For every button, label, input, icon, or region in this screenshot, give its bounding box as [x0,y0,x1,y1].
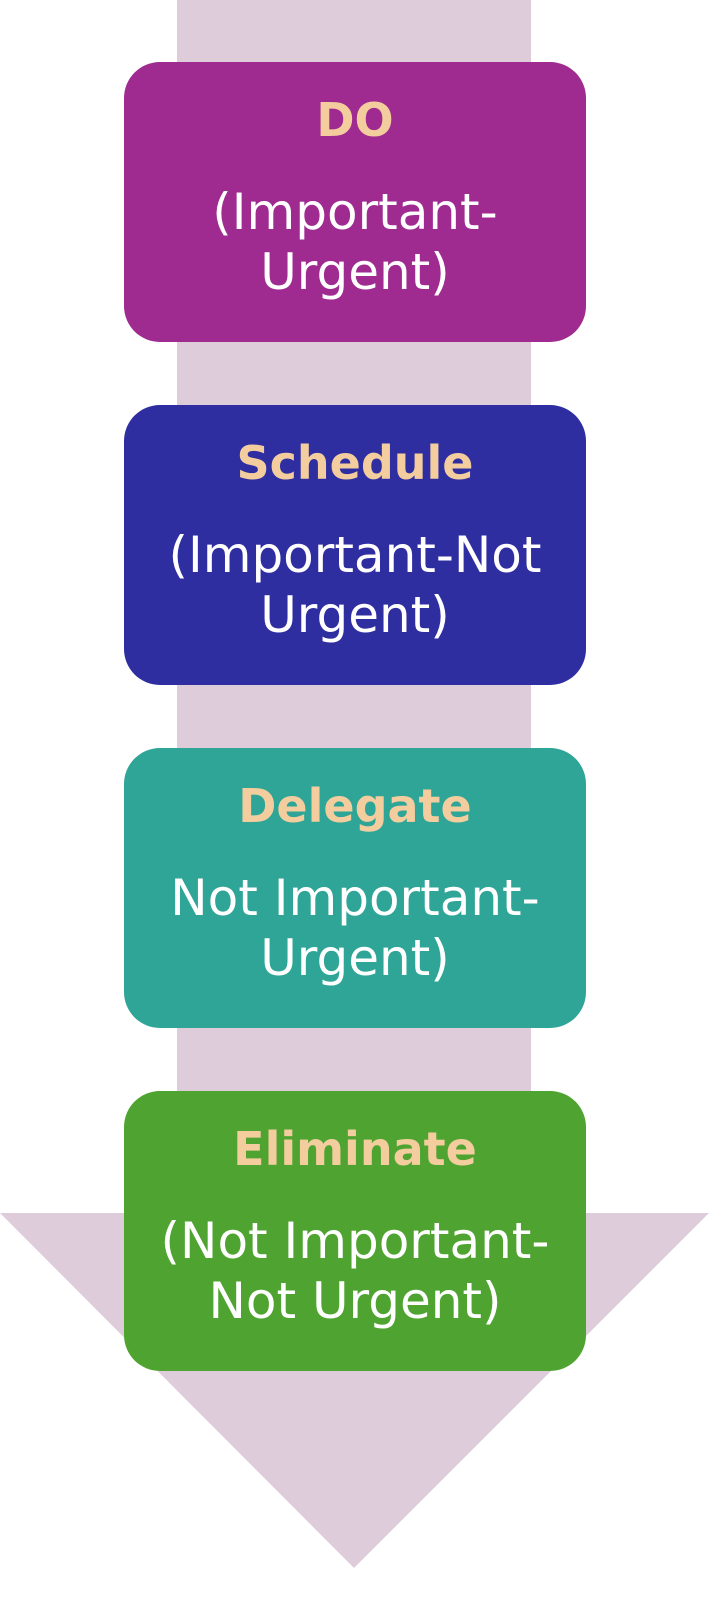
step-do-box: DO (Important-Urgent) [124,62,586,342]
step-delegate-subtitle: Not Important-Urgent) [170,869,540,987]
step-schedule-box: Schedule (Important-Not Urgent) [124,405,586,685]
step-do-subtitle: (Important-Urgent) [212,183,498,301]
step-eliminate-subtitle: (Not Important-Not Urgent) [160,1212,550,1330]
step-eliminate-title: Eliminate [233,1122,477,1176]
step-delegate-box: Delegate Not Important-Urgent) [124,748,586,1028]
step-schedule-title: Schedule [236,436,474,490]
step-eliminate-box: Eliminate (Not Important-Not Urgent) [124,1091,586,1371]
step-delegate-title: Delegate [238,779,472,833]
step-do-title: DO [316,93,394,147]
step-schedule-subtitle: (Important-Not Urgent) [168,526,542,644]
